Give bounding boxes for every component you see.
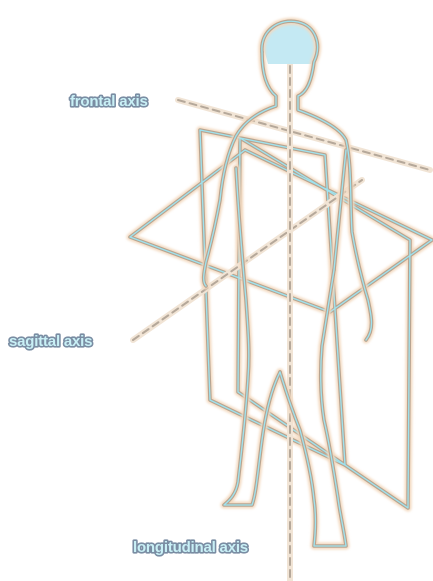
longitudinal-axis-label: longitudinal axis [133, 539, 248, 556]
sagittal-axis-label: sagittal axis [9, 333, 92, 350]
frontal-axis-label: frontal axis [70, 93, 148, 110]
anatomical-planes-icon [130, 130, 432, 508]
axes [133, 30, 430, 581]
